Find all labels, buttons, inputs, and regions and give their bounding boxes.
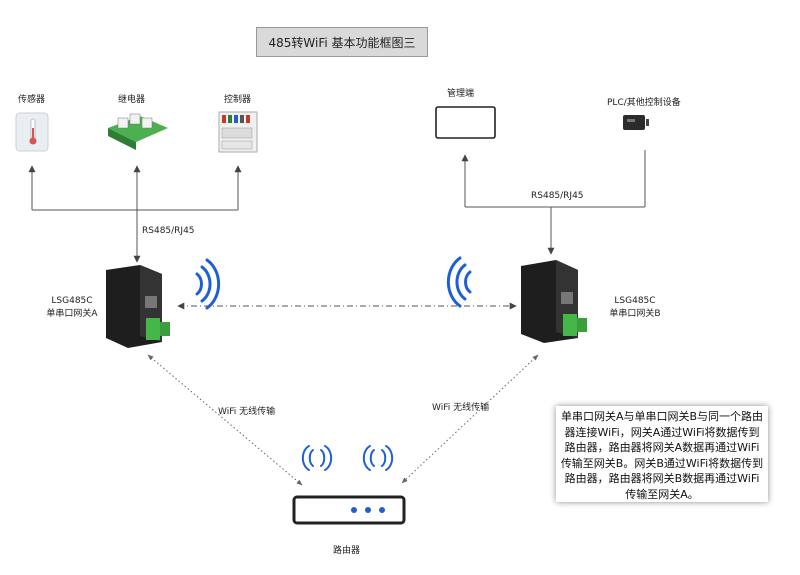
gateway-a-device [106,265,170,348]
sensor-icon [15,112,49,152]
description-note: 单串口网关A与单串口网关B与同一个路由器连接WiFi，网关A通过WiFi将数据传… [556,406,768,502]
gateway-a-label: LSG485C 单串口网关A [40,296,104,319]
relay-label: 继电器 [118,95,146,105]
diagram-title: 485转WiFi 基本功能框图三 [256,27,428,57]
monitor-icon [435,106,496,139]
wifi-label-right: WiFi 无线传输 [432,403,490,413]
plc-label: PLC/其他控制设备 [607,98,681,108]
gateway-b-device [521,260,587,343]
relay-icon [108,113,168,150]
right-bus-lines [461,150,646,255]
router-icon [292,495,406,525]
sensor-label: 传感器 [18,95,46,105]
left-bus-lines [28,165,242,263]
wifi-signal-icon [301,445,333,471]
wifi-link-right [401,354,539,484]
bus-label-right: RS485/RJ45 [531,191,584,201]
wifi-signal-icon [446,256,472,308]
wifi-label-left: WiFi 无线传输 [218,407,276,417]
terminal-label: 管理端 [447,89,475,99]
controller-icon [218,111,258,153]
bus-label-left: RS485/RJ45 [142,226,195,236]
gateway-b-name: 单串口网关B [609,309,661,319]
gateway-a-model: LSG485C [51,296,93,306]
gateway-b-label: LSG485C 单串口网关B [603,296,667,319]
gateway-b-model: LSG485C [614,296,656,306]
router-label: 路由器 [333,546,361,556]
controller-label: 控制器 [224,95,252,105]
wifi-signal-icon [195,258,221,310]
wifi-link-left [147,354,303,486]
wifi-signal-icon [362,445,394,471]
plc-icon [623,115,649,130]
gateway-a-name: 单串口网关A [46,309,98,319]
